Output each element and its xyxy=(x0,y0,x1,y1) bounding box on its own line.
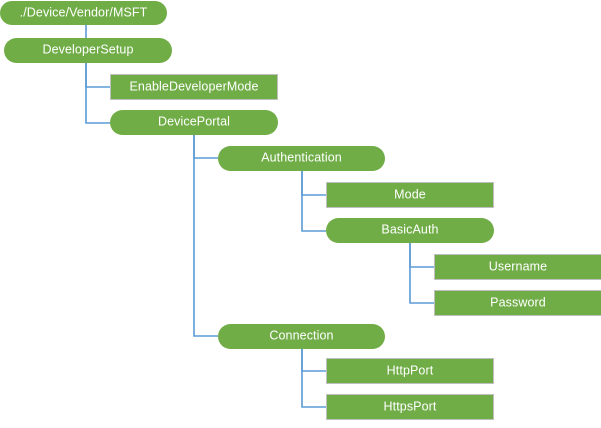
node-label-enabledevelopermode: EnableDeveloperMode xyxy=(129,79,259,94)
node-httpsport[interactable]: HttpsPort xyxy=(326,394,494,420)
connector-connection-to-httpport xyxy=(301,349,326,372)
node-label-deviceportal: DevicePortal xyxy=(157,114,231,129)
node-label-mode: Mode xyxy=(394,187,426,202)
connector-developersetup-to-enabledevelopermode xyxy=(85,63,110,88)
node-label-httpport: HttpPort xyxy=(386,363,434,378)
node-authentication[interactable]: Authentication xyxy=(218,146,385,171)
node-password[interactable]: Password xyxy=(434,290,601,316)
node-deviceportal[interactable]: DevicePortal xyxy=(110,110,278,135)
node-label-username: Username xyxy=(488,259,548,274)
connector-developersetup-to-deviceportal xyxy=(85,63,110,124)
node-label-basicauth: BasicAuth xyxy=(381,222,439,237)
node-root[interactable]: ./Device/Vendor/MSFT xyxy=(0,1,167,25)
connector-authentication-to-basicauth xyxy=(301,171,326,232)
node-username[interactable]: Username xyxy=(434,254,601,280)
node-mode[interactable]: Mode xyxy=(326,182,494,208)
node-label-connection: Connection xyxy=(269,328,334,343)
node-developersetup[interactable]: DeveloperSetup xyxy=(4,38,172,63)
connector-deviceportal-to-connection xyxy=(193,135,218,337)
connector-connection-to-httpsport xyxy=(301,349,326,408)
node-label-password: Password xyxy=(490,295,546,310)
node-basicauth[interactable]: BasicAuth xyxy=(326,218,494,243)
node-enabledevelopermode[interactable]: EnableDeveloperMode xyxy=(110,74,278,100)
node-connection[interactable]: Connection xyxy=(218,324,385,349)
node-label-developersetup: DeveloperSetup xyxy=(42,42,134,57)
connector-authentication-to-mode xyxy=(301,171,326,196)
node-label-httpsport: HttpsPort xyxy=(383,399,437,414)
connector-basicauth-to-username xyxy=(409,243,434,268)
node-label-authentication: Authentication xyxy=(261,150,342,165)
connector-basicauth-to-password xyxy=(409,243,434,304)
node-httpport[interactable]: HttpPort xyxy=(326,358,494,384)
connector-deviceportal-to-authentication xyxy=(193,135,218,159)
node-label-root: ./Device/Vendor/MSFT xyxy=(19,5,148,20)
